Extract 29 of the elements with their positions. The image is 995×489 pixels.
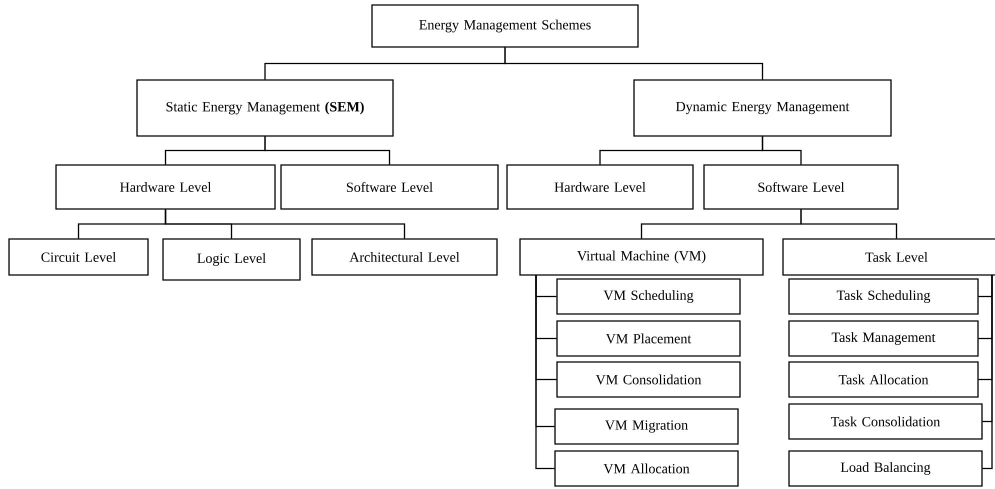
category-box: Energy Management Schemes xyxy=(371,4,639,48)
connector-line xyxy=(800,210,898,238)
category-box: Logic Level xyxy=(162,238,301,281)
category-box: Dynamic Energy Management xyxy=(633,79,892,137)
category-box: Load Balancing xyxy=(788,450,983,487)
connector-line xyxy=(982,275,993,470)
category-box: VM Scheduling xyxy=(556,278,741,315)
category-box: Software Level xyxy=(703,164,899,210)
category-box: VM Placement xyxy=(556,320,741,357)
connector-line xyxy=(504,48,764,80)
connector-line xyxy=(762,136,802,164)
category-box: Task Scheduling xyxy=(788,278,979,315)
category-box: Task Allocation xyxy=(788,361,979,398)
category-box: VM Allocation xyxy=(554,450,739,487)
category-box: Architectural Level xyxy=(311,238,498,276)
category-box: Hardware Level xyxy=(55,164,276,210)
category-box: Circuit Level xyxy=(8,238,149,276)
category-box: VM Consolidation xyxy=(556,361,741,398)
category-box: Virtual Machine (VM) xyxy=(519,238,764,276)
connector-line xyxy=(535,276,554,470)
connector-line xyxy=(264,136,390,164)
category-box: Task Consolidation xyxy=(788,403,983,440)
category-box: Hardware Level xyxy=(506,164,694,210)
category-box: Task Level xyxy=(782,238,995,276)
category-box: Software Level xyxy=(280,164,499,210)
category-box: Task Management xyxy=(788,320,979,357)
connector-line xyxy=(164,210,406,238)
category-box: Static Energy Management (SEM) xyxy=(136,79,394,137)
category-box: VM Migration xyxy=(554,408,739,445)
